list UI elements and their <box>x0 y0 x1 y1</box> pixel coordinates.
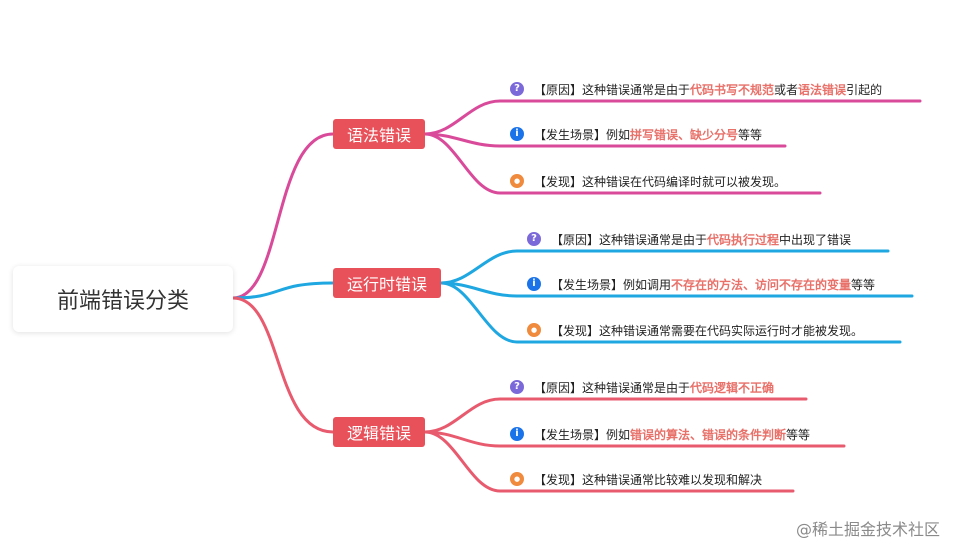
leaf-text: 【发现】这种错误在代码编译时就可以被发现。 <box>534 174 787 189</box>
leaf-text: 【原因】这种错误通常是由于 <box>534 380 691 395</box>
leaf-node[interactable]: ● 【发现】这种错误在代码编译时就可以被发现。 <box>510 172 786 190</box>
leaf-text: 【原因】这种错误通常是由于 <box>551 232 708 247</box>
info-icon: i <box>510 127 524 141</box>
leaf-node[interactable]: ? 【原因】这种错误通常是由于代码逻辑不正确 <box>510 378 774 396</box>
leaf-text: 【发生场景】例如调用 <box>551 277 672 292</box>
leaf-node[interactable]: ● 【发现】这种错误通常比较难以发现和解决 <box>510 470 762 488</box>
leaf-text: 等等 <box>786 427 811 442</box>
leaf-text: 引起的 <box>846 82 883 97</box>
branch-to-leaf-line <box>423 99 922 136</box>
question-icon: ? <box>510 82 524 96</box>
leaf-node[interactable]: i 【发生场景】例如调用不存在的方法、访问不存在的变量等等 <box>527 275 875 293</box>
branch-to-leaf-line <box>423 397 808 434</box>
leaf-highlight-text: 拼写错误、缺少分号 <box>630 127 739 142</box>
leaf-highlight-text: 代码书写不规范 <box>690 82 775 97</box>
branch-node[interactable]: 运行时错误 <box>333 268 441 298</box>
root-to-branch-line <box>231 281 335 300</box>
branch-label: 语法错误 <box>346 126 411 145</box>
info-icon: i <box>527 277 541 291</box>
branch-to-leaf-line <box>423 132 787 148</box>
branch-to-leaf-line <box>439 281 902 344</box>
root-to-branch-line <box>231 132 335 300</box>
leaf-highlight-text: 代码逻辑不正确 <box>690 380 775 395</box>
root-to-branch-line <box>231 296 335 434</box>
question-icon: ? <box>510 380 524 394</box>
leaf-text: 中出现了错误 <box>779 232 852 247</box>
leaf-text: 等等 <box>738 127 763 142</box>
leaf-text: 【发现】这种错误通常比较难以发现和解决 <box>534 472 763 487</box>
branch-to-leaf-line <box>423 132 822 195</box>
leaf-node[interactable]: ? 【原因】这种错误通常是由于代码书写不规范或者语法错误引起的 <box>510 80 882 98</box>
leaf-highlight-text: 代码执行过程 <box>707 232 780 247</box>
leaf-text: 【发生场景】例如 <box>534 427 631 442</box>
leaf-node[interactable]: ● 【发现】这种错误通常需要在代码实际运行时才能被发现。 <box>527 321 863 339</box>
lightbulb-icon: ● <box>527 323 541 337</box>
root-label: 前端错误分类 <box>56 289 189 314</box>
leaf-text: 或者 <box>774 82 799 97</box>
leaf-highlight-text: 语法错误 <box>798 82 847 97</box>
leaf-text: 【发现】这种错误通常需要在代码实际运行时才能被发现。 <box>551 323 864 338</box>
branch-to-leaf-line <box>439 249 890 285</box>
watermark: @稀土掘金技术社区 <box>796 520 941 539</box>
leaf-highlight-text: 不存在的方法、访问不存在的变量 <box>671 277 852 292</box>
leaf-text: 【发生场景】例如 <box>534 127 631 142</box>
lightbulb-icon: ● <box>510 472 524 486</box>
branch-label: 逻辑错误 <box>346 424 411 443</box>
leaf-text: 等等 <box>851 277 876 292</box>
leaf-text: 【原因】这种错误通常是由于 <box>534 82 691 97</box>
leaf-node[interactable]: i 【发生场景】例如错误的算法、错误的条件判断等等 <box>510 425 810 443</box>
branch-node[interactable]: 逻辑错误 <box>333 417 425 447</box>
leaf-node[interactable]: ? 【原因】这种错误通常是由于代码执行过程中出现了错误 <box>527 230 851 248</box>
lightbulb-icon: ● <box>510 174 524 188</box>
leaf-highlight-text: 错误的算法、错误的条件判断 <box>630 427 787 442</box>
root-node[interactable]: 前端错误分类 <box>13 266 233 332</box>
branch-label: 运行时错误 <box>346 275 427 294</box>
branch-node[interactable]: 语法错误 <box>333 119 425 149</box>
branch-to-leaf-line <box>423 430 795 493</box>
info-icon: i <box>510 427 524 441</box>
leaf-node[interactable]: i 【发生场景】例如拼写错误、缺少分号等等 <box>510 125 762 143</box>
question-icon: ? <box>527 232 541 246</box>
